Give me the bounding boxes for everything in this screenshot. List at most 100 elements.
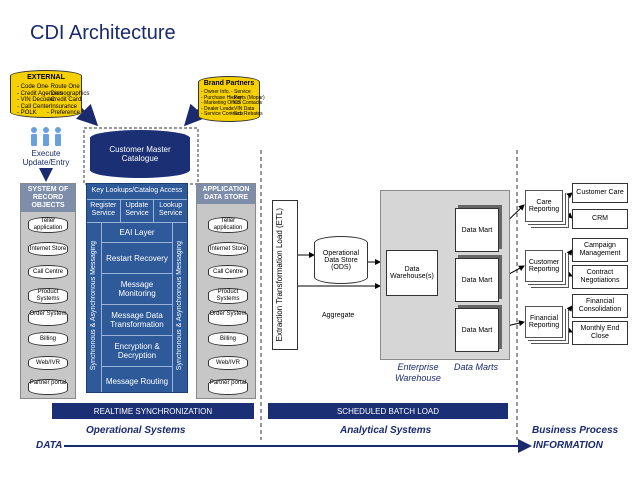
sor-item: Order System <box>28 310 68 326</box>
lookup-service: Lookup Service <box>159 202 183 217</box>
register-service: Register Service <box>87 200 121 222</box>
information-label: INFORMATION <box>533 440 603 451</box>
execute-label: Execute Update/Entry <box>22 149 70 167</box>
external-label: EXTERNAL <box>27 74 65 81</box>
message-data-transformation: Message Data Transformation <box>102 305 172 336</box>
ads-header: APPLICATION DATA STORE <box>197 184 255 204</box>
partner-item: - Parts (Mopar) <box>231 94 265 101</box>
arrow-financial-to-close <box>562 327 573 333</box>
external-item: - Demographics <box>47 90 90 97</box>
sor-header: SYSTEM OF RECORD OBJECTS <box>21 184 75 212</box>
customer-care-box: Customer Care <box>572 183 628 203</box>
customer-master-catalogue: Customer Master Catalogue <box>90 130 190 178</box>
restart-recovery: Restart Recovery <box>102 243 172 274</box>
brand-partners-label: Brand Partners <box>203 80 255 87</box>
aggregate-label: Aggregate <box>322 312 355 319</box>
update-service: Update Service <box>121 200 155 222</box>
external-col-1: - Code One - Credit Agencies - VIN Decod… <box>17 84 63 117</box>
external-sources: EXTERNAL - Code One - Credit Agencies - … <box>10 70 89 118</box>
ads-item: Product Systems <box>208 288 248 304</box>
hub-side-left: Synchronous & Asynchronous Messaging <box>86 222 100 390</box>
financial-consolidation-box: Financial Consolidation <box>572 294 628 318</box>
external-item: - Code One <box>17 84 49 90</box>
integration-hub: Key Lookups/Catalog Access Register Serv… <box>86 183 188 393</box>
enterprise-warehouse-label: Enterprise Warehouse <box>395 362 441 383</box>
partner-item: - Dealer Leads <box>201 105 234 112</box>
external-item: - Call Center <box>17 103 51 110</box>
partners-col-1: - Owner Info. - Purchase History - Marke… <box>201 89 244 118</box>
arrow-financial-to-consolidation <box>562 305 573 319</box>
hub-side-right: Synchronous & Asynchronous Messaging <box>172 222 186 390</box>
ads-item: Internet Store <box>208 242 248 256</box>
sor-item: Teller application <box>28 217 68 233</box>
sor-item: Internet Store <box>28 242 68 256</box>
sor-item: Web/IVR <box>28 356 68 370</box>
partner-item: - Ext. Rebates <box>231 111 263 117</box>
care-reporting: Care Reporting <box>525 190 563 222</box>
partners-col-2: - Service - Parts (Mopar) - CS Contacts … <box>231 89 265 118</box>
data-mart-3: Data Mart <box>455 308 499 352</box>
ads-item: Teller application <box>208 217 248 233</box>
batch-load-bar: SCHEDULED BATCH LOAD <box>268 403 508 419</box>
ads-item: Web/IVR <box>208 356 248 370</box>
brand-partners: Brand Partners - Owner Info. - Purchase … <box>198 76 265 122</box>
etl-box: Extraction Transformation Load (ETL) <box>272 200 298 350</box>
partner-item: - Owner Info. <box>201 89 230 95</box>
sor-items: Teller application Internet Store Call C… <box>28 217 68 395</box>
arrow-customer-to-campaign <box>562 249 573 263</box>
encryption-decryption: Encryption & Decryption <box>102 336 172 367</box>
ads-item: Order System <box>208 310 248 326</box>
messaging-label-left: Synchronous & Asynchronous Messaging <box>89 241 97 371</box>
data-mart-1: Data Mart <box>455 208 499 252</box>
arrow-customer-to-contract <box>562 271 573 277</box>
data-mart-2: Data Mart <box>455 258 499 302</box>
external-item: - Route One <box>47 84 80 90</box>
page-title: CDI Architecture <box>30 22 176 44</box>
sor-item: Product Systems <box>28 288 68 304</box>
partner-item: - Purchase History <box>201 94 243 101</box>
realtime-sync-bar: REALTIME SYNCHRONIZATION <box>52 403 254 419</box>
sor-item: Call Centre <box>28 265 68 279</box>
sor-item: Billing <box>28 332 68 346</box>
data-label: DATA <box>36 440 63 451</box>
hub-services: EAI Layer Restart Recovery Message Monit… <box>101 222 173 392</box>
campaign-management-box: Campaign Management <box>572 238 628 262</box>
external-item: - Preference <box>47 110 81 116</box>
monthly-end-close-box: Monthly End Close <box>572 321 628 345</box>
sor-item: Partner portal <box>28 379 68 395</box>
partner-item: - VIN Data <box>231 105 255 112</box>
arrow-care-to-crm <box>562 209 573 219</box>
message-routing: Message Routing <box>105 376 169 386</box>
customer-reporting: Customer Reporting <box>525 250 563 282</box>
contract-negotiations-box: Contract Negotiations <box>572 265 628 289</box>
business-process-label: Business Process <box>532 425 619 436</box>
operational-systems-label: Operational Systems <box>86 425 186 436</box>
external-item: - Credit Card <box>47 97 82 103</box>
ads-item: Billing <box>208 332 248 346</box>
hub-ops: Register Service Update Service Lookup S… <box>87 200 187 223</box>
partner-item: - Service <box>231 89 251 95</box>
financial-reporting: Financial Reporting <box>525 306 563 338</box>
hub-header: Key Lookups/Catalog Access <box>87 184 187 200</box>
crm-box: CRM <box>572 209 628 229</box>
ads-items: Teller application Internet Store Call C… <box>208 217 248 395</box>
data-marts-label: Data Marts <box>454 362 499 372</box>
partner-item: - Service Contracts <box>201 111 244 117</box>
ads-item: Partner portal <box>208 379 248 395</box>
users-icon <box>28 127 64 152</box>
partner-item: - CS Contacts <box>231 100 263 106</box>
eai-layer: EAI Layer <box>102 222 172 243</box>
ods-store: Operational Data Store (ODS) <box>314 236 368 284</box>
catalogue-label: Customer Master Catalogue <box>109 145 171 163</box>
warehouse-label: Data Warehouse(s) <box>390 266 434 280</box>
warehouse-box: Data Warehouse(s) <box>386 250 438 296</box>
ods-label: Operational Data Store (ODS) <box>322 249 360 271</box>
etl-label: Extraction Transformation Load (ETL) <box>275 208 284 342</box>
message-monitoring: Message Monitoring <box>102 274 172 305</box>
external-item: - VIN Decoder <box>17 97 56 103</box>
messaging-label-right: Synchronous & Asynchronous Messaging <box>175 241 183 371</box>
external-item: - POLK <box>17 110 37 116</box>
analytical-systems-label: Analytical Systems <box>340 425 432 436</box>
ads-item: Call Centre <box>208 265 248 279</box>
external-col-2: - Route One - Demographics - Credit Card… <box>47 84 89 117</box>
